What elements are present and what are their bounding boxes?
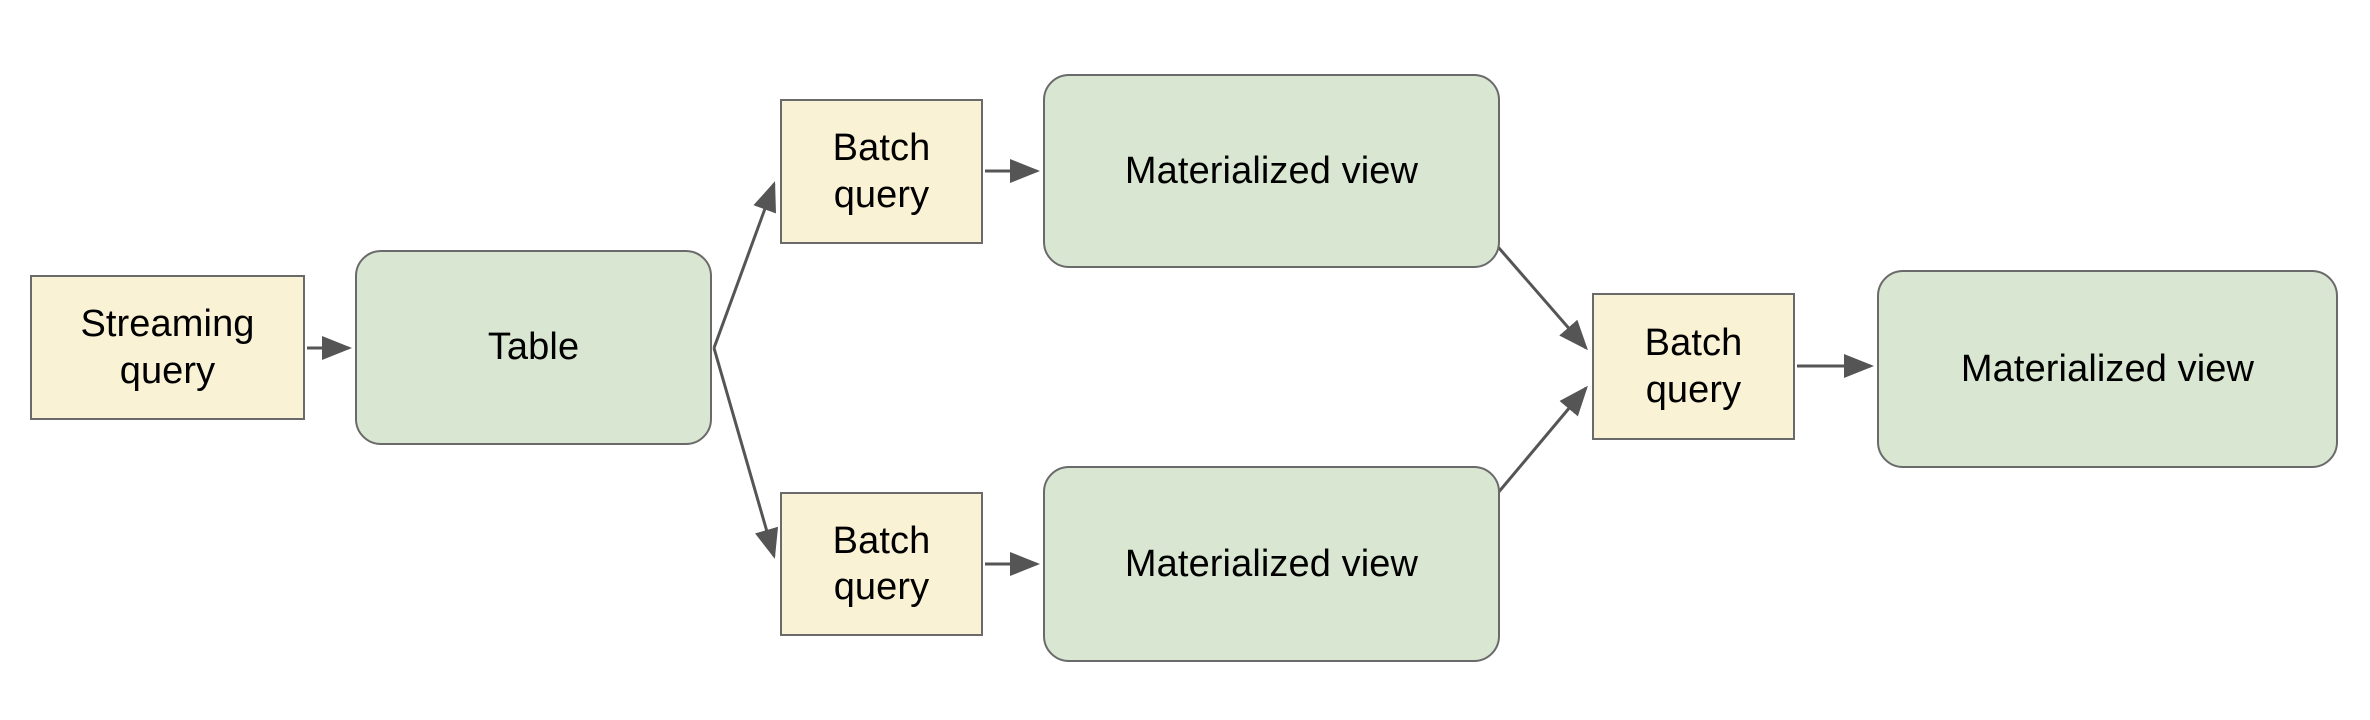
- edge-table-to-batch-query-top: [712, 181, 776, 349]
- node-table[interactable]: Table: [355, 250, 712, 445]
- node-label-streaming-query: Streaming query: [80, 303, 255, 392]
- node-streaming-query[interactable]: Streaming query: [30, 275, 305, 420]
- edge-materialized-view-top-to-batch-query-right: [1490, 239, 1588, 351]
- node-batch-query-right[interactable]: Batch query: [1592, 293, 1795, 440]
- node-label-batch-query-bottom: Batch query: [832, 519, 931, 608]
- node-materialized-view-right[interactable]: Materialized view: [1877, 270, 2338, 468]
- node-label-materialized-view-bottom: Materialized view: [1124, 542, 1419, 585]
- node-label-materialized-view-right: Materialized view: [1960, 347, 2255, 390]
- node-label-table: Table: [487, 326, 580, 369]
- node-label-batch-query-top: Batch query: [832, 127, 931, 216]
- edge-materialized-view-bottom-to-batch-query-right: [1490, 385, 1588, 501]
- node-label-materialized-view-top: Materialized view: [1124, 149, 1419, 192]
- node-materialized-view-bottom[interactable]: Materialized view: [1043, 466, 1500, 662]
- node-label-batch-query-right: Batch query: [1644, 322, 1743, 411]
- edge-table-to-batch-query-bottom: [712, 347, 779, 559]
- node-batch-query-top[interactable]: Batch query: [780, 99, 983, 244]
- node-batch-query-bottom[interactable]: Batch query: [780, 492, 983, 636]
- node-materialized-view-top[interactable]: Materialized view: [1043, 74, 1500, 268]
